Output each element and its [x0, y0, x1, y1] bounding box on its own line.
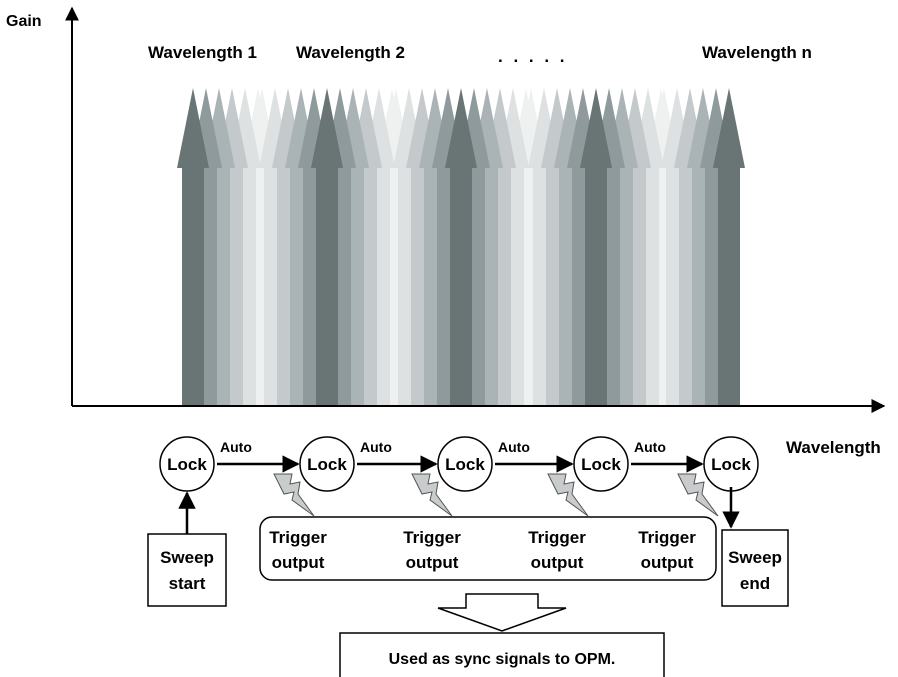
wavelength-2-label: Wavelength 2 [296, 43, 405, 62]
lock-label: Lock [445, 455, 485, 474]
trigger-output-frame [259, 516, 717, 581]
wavelength-arrow-2 [311, 88, 343, 406]
sync-note: Used as sync signals to OPM. [389, 651, 616, 668]
trigger-outputs: Trigger output Trigger output Trigger output T… [269, 528, 696, 572]
sweep-end-box [721, 529, 789, 607]
trigger-output-2-line-1: Trigger [403, 528, 461, 547]
lock-sequence: Lock Lock Lock Lock Lock Auto Auto Auto Auto [159, 436, 759, 517]
trigger-bolt-4 [677, 473, 719, 517]
trigger-output-1-line-1: Trigger [269, 528, 327, 547]
lock-label: Lock [307, 455, 347, 474]
wavelength-spectrum [177, 88, 745, 406]
trigger-bolt-2 [411, 473, 453, 517]
wavelength-arrow-5 [713, 88, 745, 406]
sweep-start-line-2: start [169, 574, 206, 593]
wavelength-arrow-1 [177, 88, 209, 406]
trigger-output-3-line-1: Trigger [528, 528, 586, 547]
lock-label: Lock [167, 455, 207, 474]
lock-label: Lock [711, 455, 751, 474]
trigger-output-4-line-1: Trigger [638, 528, 696, 547]
trigger-bolt-3 [547, 473, 589, 517]
auto-label-4: Auto [634, 439, 666, 455]
lock-1: Lock [159, 436, 215, 492]
hollow-down-arrow [437, 593, 567, 632]
wavelength-ellipsis: . . . . . [498, 47, 568, 66]
y-axis-label: Gain [6, 13, 42, 30]
lock-3: Lock [437, 436, 493, 492]
lock-label: Lock [581, 455, 621, 474]
sweep-start-box [147, 533, 227, 607]
lock-5: Lock [703, 436, 759, 492]
wavelength-arrow-3 [445, 88, 477, 406]
wavelength-1-label: Wavelength 1 [148, 43, 257, 62]
lock-4: Lock [573, 436, 629, 492]
trigger-output-2-line-2: output [406, 553, 459, 572]
sync-note-box [339, 632, 665, 677]
sweep-start-line-1: Sweep [160, 548, 214, 567]
auto-label-1: Auto [220, 439, 252, 455]
wavelength-arrow-4 [580, 88, 612, 406]
trigger-bolt-1 [273, 473, 315, 517]
trigger-output-3-line-2: output [531, 553, 584, 572]
trigger-output-1-line-2: output [272, 553, 325, 572]
auto-label-3: Auto [498, 439, 530, 455]
trigger-output-4-line-2: output [641, 553, 694, 572]
sweep-end-line-1: Sweep [728, 548, 782, 567]
wavelength-n-label: Wavelength n [702, 43, 812, 62]
sweep-end-line-2: end [740, 574, 770, 593]
lock-2: Lock [299, 436, 355, 492]
x-axis-label: Wavelength [786, 438, 881, 457]
auto-label-2: Auto [360, 439, 392, 455]
